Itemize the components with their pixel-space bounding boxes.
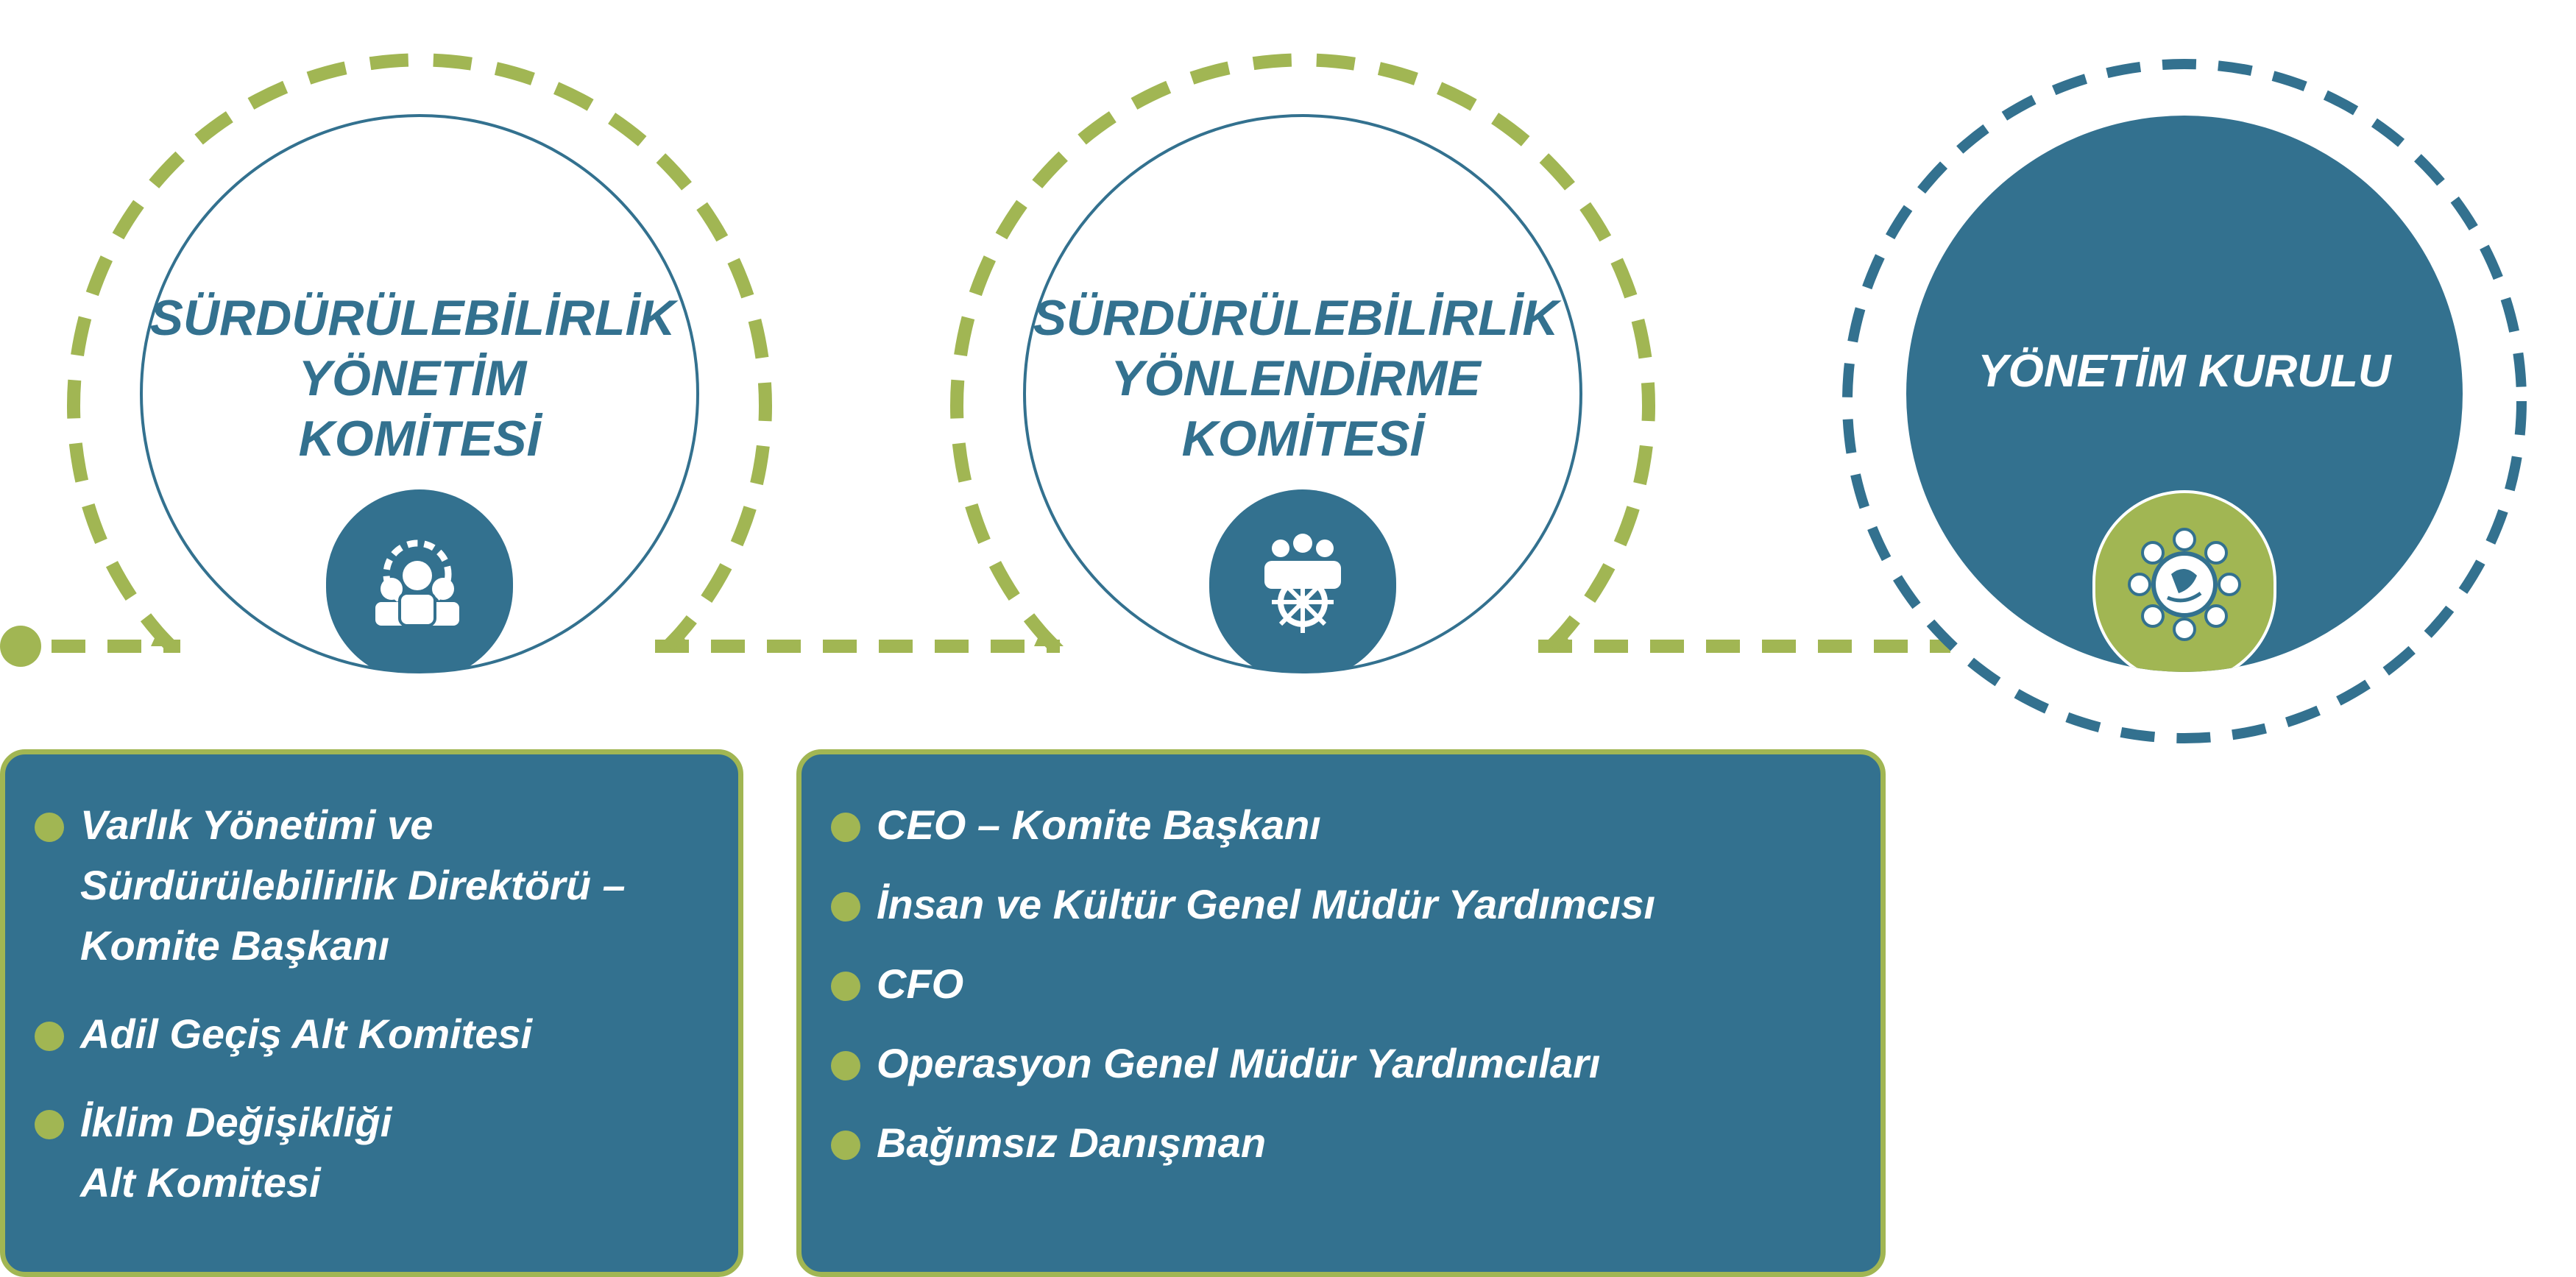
bullet-dot (831, 813, 860, 842)
globe-network-icon (2128, 528, 2241, 641)
team-ship-wheel-icon (1264, 534, 1341, 633)
steering-committee-members-box: CEO – Komite Başkanı İnsan ve Kültür Gen… (796, 749, 1886, 1277)
list-item: İnsan ve Kültür Genel Müdür Yardımcısı (802, 874, 1880, 935)
list-item-text: Adil Geçiş Alt Komitesi (80, 1011, 533, 1057)
list-item: İklim Değişikliği Alt Komitesi (5, 1092, 738, 1213)
ring-end-left (1034, 626, 1064, 646)
list-item: Varlık Yönetimi ve Sürdürülebilirlik Dir… (5, 795, 738, 976)
member-list: CEO – Komite Başkanı İnsan ve Kültür Gen… (802, 795, 1880, 1173)
list-item-text: İnsan ve Kültür Genel Müdür Yardımcısı (877, 881, 1656, 927)
list-item-text: Operasyon Genel Müdür Yardımcıları (877, 1040, 1601, 1086)
ring-end-right (659, 626, 688, 646)
dashed-ring (67, 53, 772, 651)
member-list: Varlık Yönetimi ve Sürdürülebilirlik Dir… (5, 795, 738, 1213)
list-item-text: Varlık Yönetimi ve Sürdürülebilirlik Dir… (80, 802, 626, 969)
connector-start-dot (0, 626, 41, 667)
board-of-directors: YÖNETİM KURULU (1842, 59, 2527, 743)
bullet-dot (35, 1110, 64, 1139)
list-item: Adil Geçiş Alt Komitesi (5, 1004, 738, 1064)
list-item-text: İklim Değişikliği Alt Komitesi (80, 1099, 392, 1206)
bullet-dot (831, 1131, 860, 1160)
committee-title: SÜRDÜRÜLEBİLİRLİK YÖNETİM KOMİTESİ (150, 290, 690, 467)
committee-sustainability-management: SÜRDÜRÜLEBİLİRLİK YÖNETİM KOMİTESİ (67, 53, 772, 673)
board-title: YÖNETİM KURULU (1978, 346, 2393, 397)
board-circle (1906, 116, 2463, 672)
management-committee-members-box: Varlık Yönetimi ve Sürdürülebilirlik Dir… (0, 749, 743, 1277)
list-item-text: CFO (877, 961, 964, 1007)
list-item: Bağımsız Danışman (802, 1113, 1880, 1173)
dashed-ring (950, 53, 1655, 651)
bullet-dot (831, 1051, 860, 1080)
list-item: Operasyon Genel Müdür Yardımcıları (802, 1033, 1880, 1094)
list-item: CFO (802, 954, 1880, 1014)
bullet-dot (831, 972, 860, 1001)
committee-title: SÜRDÜRÜLEBİLİRLİK YÖNLENDİRME KOMİTESİ (1033, 290, 1573, 467)
list-item-text: Bağımsız Danışman (877, 1119, 1267, 1166)
bullet-dot (831, 892, 860, 922)
gear-team-icon (375, 540, 459, 627)
list-item: CEO – Komite Başkanı (802, 795, 1880, 855)
bullet-dot (35, 813, 64, 842)
ring-end-right (1542, 626, 1571, 646)
list-item-text: CEO – Komite Başkanı (877, 802, 1321, 848)
dashed-ring (1842, 59, 2527, 743)
ring-end-left (151, 626, 180, 646)
committee-sustainability-steering: SÜRDÜRÜLEBİLİRLİK YÖNLENDİRME KOMİTESİ (950, 53, 1655, 673)
bullet-dot (35, 1022, 64, 1051)
